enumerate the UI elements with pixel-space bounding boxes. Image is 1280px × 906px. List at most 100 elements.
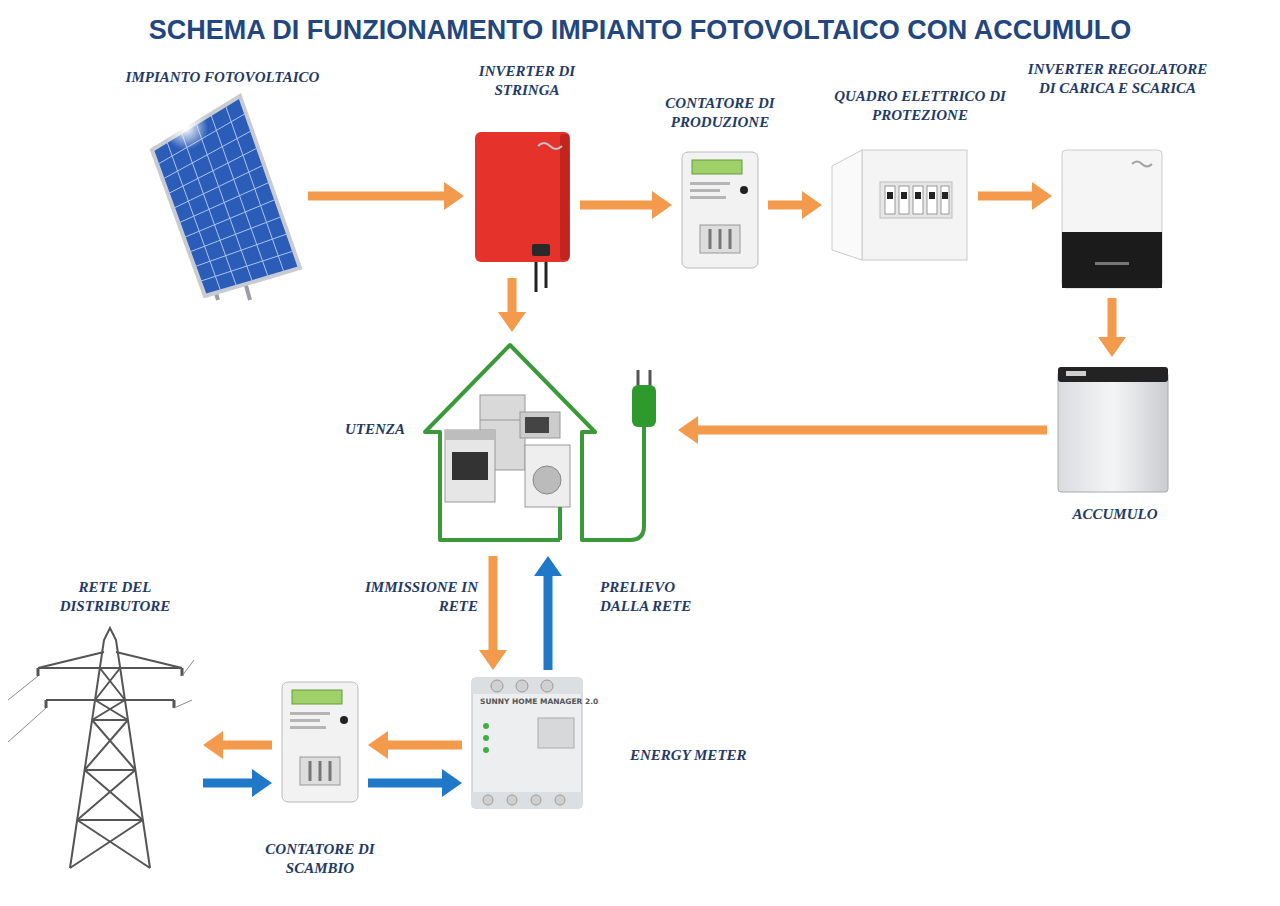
component-label: INVERTER REGOLATORE DI CARICA E SCARICA xyxy=(1025,60,1210,98)
component: IMPIANTO FOTOVOLTAICO xyxy=(150,95,300,295)
battery-storage xyxy=(1058,367,1168,492)
production-meter-part xyxy=(719,229,722,249)
energy-meter-device-part xyxy=(483,795,493,805)
production-meter-part xyxy=(740,186,748,194)
solar-panel-part xyxy=(157,105,294,291)
arrow-head xyxy=(442,769,462,797)
string-inverter xyxy=(475,132,570,292)
solar-panel xyxy=(152,96,300,300)
diagram-title: SCHEMA DI FUNZIONAMENTO IMPIANTO FOTOVOL… xyxy=(0,14,1280,46)
energy-meter-device-part xyxy=(516,680,528,692)
energy-meter-device-part xyxy=(491,680,503,692)
string-inverter-part xyxy=(560,134,569,260)
string-inverter-part xyxy=(535,262,538,292)
protection-panel xyxy=(832,150,967,260)
power-pylon-part xyxy=(70,668,150,868)
house-with-appliances-part xyxy=(445,430,495,440)
arrow-shaft xyxy=(768,201,804,210)
arrow-shaft xyxy=(368,779,444,788)
protection-panel-part xyxy=(915,192,921,199)
energy-meter-device-part xyxy=(472,678,582,694)
arrow-shaft xyxy=(308,192,446,201)
house-with-appliances-part xyxy=(452,452,488,480)
power-pylon-part xyxy=(8,660,194,742)
solar-panel-part-part xyxy=(179,182,271,223)
arrow-shaft xyxy=(221,741,272,750)
energy-meter-device-part xyxy=(555,795,565,805)
component: CONTATORE DI SCAMBIO xyxy=(280,680,360,805)
flow-arrow xyxy=(308,182,464,210)
arrow-head xyxy=(802,191,822,219)
component-label: CONTATORE DI PRODUZIONE xyxy=(645,94,795,132)
exchange-meter-part xyxy=(290,719,320,722)
solar-panel-part xyxy=(152,96,300,296)
production-meter-part xyxy=(682,152,758,268)
flow-arrow xyxy=(534,556,562,670)
string-inverter-part xyxy=(475,132,570,262)
protection-panel-part xyxy=(942,192,948,199)
house-with-appliances-part xyxy=(425,345,644,540)
energy-meter-device-part xyxy=(483,723,489,729)
energy-meter-device-part xyxy=(538,718,574,748)
arrow-shaft xyxy=(386,741,462,750)
flow-arrow xyxy=(580,191,672,219)
component-label: ENERGY METER xyxy=(630,746,790,765)
component: ACCUMULO xyxy=(1055,365,1170,495)
arrow-shaft xyxy=(544,574,553,670)
component: RETE DEL DISTRIBUTORE xyxy=(30,628,195,870)
energy-meter-device-part xyxy=(472,792,582,808)
arrow-shaft xyxy=(696,426,1047,435)
solar-panel-part-part xyxy=(189,216,282,252)
flow-arrow xyxy=(978,182,1052,210)
exchange-meter-part xyxy=(309,761,312,781)
string-inverter-part xyxy=(538,143,562,149)
flow-arrow xyxy=(678,416,1047,444)
house-with-appliances-part xyxy=(520,412,560,438)
exchange-meter-part xyxy=(319,761,322,781)
battery-storage-part xyxy=(1066,371,1086,376)
house-with-appliances-part xyxy=(632,385,656,427)
flow-arrow xyxy=(203,731,272,759)
component-label: UTENZA xyxy=(300,420,405,439)
house-with-appliances-part xyxy=(525,445,570,507)
protection-panel-part xyxy=(862,150,967,260)
arrow-head xyxy=(678,416,698,444)
flow-arrow xyxy=(203,769,272,797)
device-print: SUNNY HOME MANAGER 2.0 xyxy=(480,697,598,706)
protection-panel-part xyxy=(880,182,952,218)
battery-storage-part xyxy=(1058,367,1168,382)
arrow-shaft xyxy=(508,278,517,314)
battery-inverter-part xyxy=(1062,232,1162,288)
arrow-shaft xyxy=(489,556,498,652)
flow-arrow xyxy=(768,191,822,219)
protection-panel-part xyxy=(885,186,895,214)
arrow-head xyxy=(652,191,672,219)
protection-panel-part xyxy=(887,192,893,199)
flow-arrow xyxy=(479,556,507,670)
arrow-head xyxy=(534,556,562,576)
component: UTENZA xyxy=(415,340,670,548)
exchange-meter-part xyxy=(329,761,332,781)
power-pylon-part xyxy=(38,652,182,700)
component-label: IMPIANTO FOTOVOLTAICO xyxy=(100,68,345,87)
house-with-appliances xyxy=(425,345,656,540)
arrow-shaft xyxy=(978,192,1034,201)
arrow-shaft xyxy=(1108,298,1117,339)
string-inverter-part xyxy=(545,262,548,288)
power-pylon xyxy=(8,628,194,868)
protection-panel-part xyxy=(832,150,862,260)
house-with-appliances-part xyxy=(525,417,549,433)
arrow-shaft xyxy=(203,779,254,788)
component: INVERTER DI STRINGA xyxy=(472,130,572,270)
component-label: CONTATORE DI SCAMBIO xyxy=(245,840,395,878)
exchange-meter-part xyxy=(290,726,326,729)
solar-panel-part xyxy=(164,106,208,150)
arrow-head xyxy=(203,731,223,759)
production-meter-part xyxy=(692,160,742,174)
protection-panel-part xyxy=(901,192,907,199)
component: CONTATORE DI PRODUZIONE xyxy=(680,150,760,270)
battery-inverter-part xyxy=(1062,150,1162,288)
